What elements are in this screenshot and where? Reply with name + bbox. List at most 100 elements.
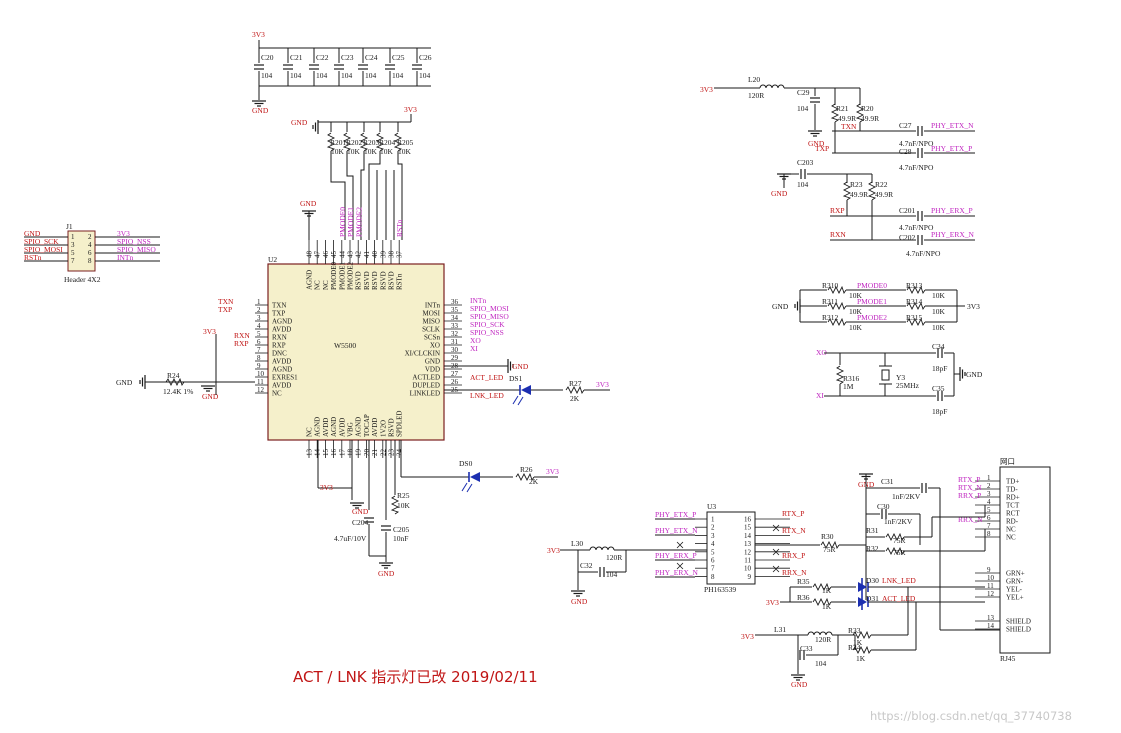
pmode-left-value-2: 10K — [849, 323, 863, 332]
r33-value: 1K — [853, 638, 863, 647]
chip-top-pin-num-6: 42 — [355, 251, 363, 259]
decap-value-3: 104 — [341, 71, 353, 80]
chip-right-pin-name-2: MISO — [422, 318, 440, 326]
rj45-pin-name-8: GRN+ — [1006, 570, 1025, 578]
pmode-net-0: PMODE0 — [857, 281, 887, 290]
c32-value: 104 — [606, 570, 618, 579]
chip-top-pin-num-0: 48 — [306, 251, 314, 259]
pmode-right-value-2: 10K — [932, 323, 946, 332]
chip-right-net-4: SPIO_NSS — [470, 328, 504, 337]
chip-left-pin-num-9: 10 — [257, 370, 265, 378]
decap-value-0: 104 — [261, 71, 273, 80]
header-footprint: Header 4X2 — [64, 275, 101, 284]
chip-right-net-5: XO — [470, 336, 481, 345]
header-right-net-0: 3V3 — [117, 229, 130, 238]
chip-gnd-right: GND — [512, 362, 529, 371]
c34-ref: C34 — [932, 342, 945, 351]
agnd-gnd-label: GND — [202, 392, 219, 401]
chip-bottom-pin-num-9: 22 — [379, 449, 387, 457]
r24-ref: R24 — [167, 371, 180, 380]
c205-value: 10nF — [393, 534, 408, 543]
header-pin-5: 6 — [88, 249, 92, 257]
chip-left-pin-name-11: NC — [272, 390, 282, 398]
chip-top-net-rstn: RSTn — [395, 219, 404, 237]
r24-value: 12.4K 1% — [163, 387, 193, 396]
c30-value: 1nF/2KV — [884, 517, 913, 526]
chip-top-pin-name-7: RSVD — [363, 271, 371, 290]
chip-right-net-3: SPIO_SCK — [470, 320, 505, 329]
chip-left-pin-name-4: RXN — [272, 334, 287, 342]
chip-right-net-6: XI — [470, 344, 478, 353]
rj45-pin-num-1: 2 — [987, 482, 991, 490]
r27-ref: R27 — [569, 379, 582, 388]
chip-right-net-1: SPIO_MOSI — [470, 304, 509, 313]
u3-right-net-3: RRX_N — [782, 568, 807, 577]
chip-right-pin-num-5: 31 — [451, 338, 459, 346]
u3-left-net-1: PHY_ETX_N — [655, 526, 698, 535]
chip-right-pin-name-11: LINKLED — [410, 390, 440, 398]
rj45-pin-name-5: RD- — [1006, 518, 1019, 526]
rj45-pin-net-5: RRX_N — [958, 515, 983, 524]
chip-right-pin-num-4: 32 — [451, 330, 459, 338]
u3-right-pin-0: 16 — [744, 516, 752, 524]
chip-right-pin-num-7: 29 — [451, 354, 459, 362]
c204-ref: C204 — [352, 518, 369, 527]
chip-bottom-pin-num-4: 17 — [338, 449, 346, 457]
chip-bottom-pin-name-0: NC — [306, 427, 314, 437]
chip-bottom-pin-name-1: AGND — [314, 417, 322, 437]
chip-top-pin-name-6: RSVD — [355, 271, 363, 290]
c201-value: 4.7nF/NPO — [899, 223, 934, 232]
pmode-right-ref-0: R313 — [906, 281, 923, 290]
pullup-value-4: 10K — [398, 147, 412, 156]
chip-right-pin-name-1: MOSI — [422, 310, 440, 318]
header-pin-2: 3 — [71, 241, 75, 249]
rj45-ref: RJ45 — [1000, 654, 1016, 663]
pullup-ref-1: R202 — [346, 138, 363, 147]
chip-left-net-2: RXN — [234, 331, 250, 340]
pullup-ref-4: R205 — [397, 138, 414, 147]
r21-value: 49.9R — [838, 114, 856, 123]
u3-ref: U3 — [707, 502, 716, 511]
net-phy-erx-n: PHY_ERX_N — [931, 230, 975, 239]
rj45-pin-num-0: 1 — [987, 474, 991, 482]
u3-right-net-2: RRX_P — [782, 551, 805, 560]
d31-ref: D31 — [866, 594, 879, 603]
chip-top-pin-num-3: 45 — [330, 251, 338, 259]
u3-right-pin-2: 14 — [744, 532, 752, 540]
r33-ref: R33 — [848, 626, 861, 635]
chip-top-pin-num-9: 39 — [379, 251, 387, 259]
chip-act-led-net: ACT_LED — [470, 373, 504, 382]
pmode-right-value-1: 10K — [932, 307, 946, 316]
chip-top-pin-name-1: NC — [314, 280, 322, 290]
rj45-pin-name-0: TD+ — [1006, 478, 1019, 486]
rj45-pin-name-3: TCT — [1006, 502, 1020, 510]
r23-value: 49.9R — [850, 190, 868, 199]
chip-top-pin-name-10: RSVD — [388, 271, 396, 290]
revision-note: ACT / LNK 指示灯已改 2019/02/11 — [293, 668, 538, 686]
l20-ref: L20 — [748, 75, 760, 84]
c29-ref: C29 — [797, 88, 810, 97]
pullup-resistor-group: GND 3V3 R20110KR20210KR20310KR20410KR205… — [291, 105, 417, 240]
pmode-left-ref-0: R310 — [822, 281, 839, 290]
chip-right-pin-name-9: ACTLED — [412, 374, 440, 382]
r31-value: 75R — [893, 536, 906, 545]
chip-right-pin-name-8: VDD — [425, 366, 440, 374]
u3-left-pin-0: 1 — [711, 516, 715, 524]
chip-top-pin-num-2: 46 — [322, 251, 330, 259]
decap-ref-1: C21 — [290, 53, 303, 62]
r22-ref: R22 — [875, 180, 888, 189]
r23-ref: R23 — [850, 180, 863, 189]
rj45-pin-num-8: 9 — [987, 566, 991, 574]
header-pin-6: 7 — [71, 257, 75, 265]
l31-3v3: 3V3 — [741, 632, 754, 641]
u3-left-pin-5: 6 — [711, 557, 715, 565]
chip-left-pin-name-6: DNC — [272, 350, 287, 358]
pullup-ref-3: R204 — [379, 138, 396, 147]
chip-top-pin-num-1: 47 — [314, 251, 322, 259]
decoupling-group: C20104C21104C22104C23104C24104C25104C261… — [251, 30, 432, 115]
chip-right-pin-num-0: 36 — [451, 298, 459, 306]
c202-value: 4.7nF/NPO — [906, 249, 941, 258]
chip-left-pin-num-7: 8 — [257, 354, 261, 362]
c29-value: 104 — [797, 104, 809, 113]
chip-right-pin-name-6: XI/CLCKIN — [405, 350, 440, 358]
